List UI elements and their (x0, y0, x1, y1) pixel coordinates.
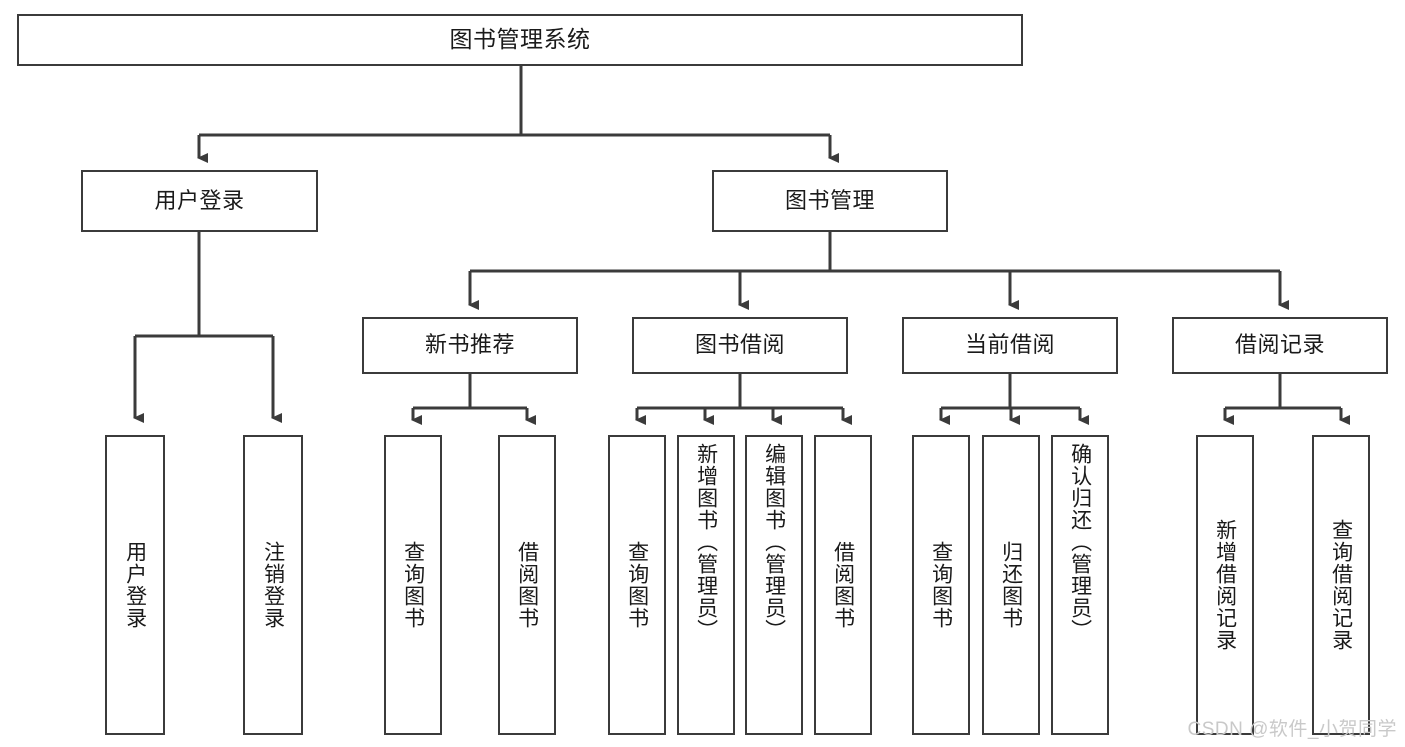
node-current-borrow-label: 当前借阅 (964, 332, 1055, 358)
node-leaf-logout-login[interactable]: 注销登录 (243, 435, 303, 735)
node-current-borrow[interactable]: 当前借阅 (902, 317, 1118, 374)
node-leaf-logout-login-label: 注销登录 (261, 541, 285, 629)
node-borrow-record-label: 借阅记录 (1234, 332, 1325, 358)
node-leaf-query-book-2[interactable]: 查询图书 (608, 435, 666, 735)
node-leaf-query-book-3[interactable]: 查询图书 (912, 435, 970, 735)
node-book-manage-label: 图书管理 (784, 187, 875, 213)
node-leaf-edit-book-label: 编辑图书（管理员） (762, 443, 786, 641)
node-leaf-query-book-1[interactable]: 查询图书 (384, 435, 442, 735)
node-book-manage[interactable]: 图书管理 (712, 170, 948, 232)
node-leaf-query-book-3-label: 查询图书 (929, 541, 953, 629)
node-leaf-query-record[interactable]: 查询借阅记录 (1312, 435, 1370, 735)
node-leaf-borrow-book-1[interactable]: 借阅图书 (498, 435, 556, 735)
node-leaf-add-record-label: 新增借阅记录 (1213, 519, 1237, 651)
node-user-login-label: 用户登录 (154, 187, 245, 213)
node-leaf-user-login[interactable]: 用户登录 (105, 435, 165, 735)
node-leaf-borrow-book-2[interactable]: 借阅图书 (814, 435, 872, 735)
node-leaf-user-login-label: 用户登录 (123, 541, 147, 629)
node-leaf-add-record[interactable]: 新增借阅记录 (1196, 435, 1254, 735)
node-leaf-return-book[interactable]: 归还图书 (982, 435, 1040, 735)
node-book-borrow-label: 图书借阅 (694, 332, 785, 358)
node-leaf-add-book-label: 新增图书（管理员） (694, 443, 718, 641)
node-leaf-query-record-label: 查询借阅记录 (1329, 519, 1353, 651)
node-user-login[interactable]: 用户登录 (81, 170, 318, 232)
watermark: CSDN @软件_小贺同学 (1187, 719, 1397, 740)
node-leaf-confirm-return[interactable]: 确认归还（管理员） (1051, 435, 1109, 735)
node-borrow-record[interactable]: 借阅记录 (1172, 317, 1388, 374)
node-leaf-confirm-return-label: 确认归还（管理员） (1068, 443, 1092, 641)
node-leaf-add-book[interactable]: 新增图书（管理员） (677, 435, 735, 735)
node-book-borrow[interactable]: 图书借阅 (632, 317, 848, 374)
node-root[interactable]: 图书管理系统 (17, 14, 1023, 66)
node-leaf-query-book-1-label: 查询图书 (401, 541, 425, 629)
node-leaf-return-book-label: 归还图书 (999, 541, 1023, 629)
node-root-label: 图书管理系统 (449, 26, 591, 53)
node-leaf-query-book-2-label: 查询图书 (625, 541, 649, 629)
node-new-book-rec[interactable]: 新书推荐 (362, 317, 578, 374)
node-new-book-rec-label: 新书推荐 (424, 332, 515, 358)
node-leaf-edit-book[interactable]: 编辑图书（管理员） (745, 435, 803, 735)
node-leaf-borrow-book-2-label: 借阅图书 (831, 541, 855, 629)
node-leaf-borrow-book-1-label: 借阅图书 (515, 541, 539, 629)
